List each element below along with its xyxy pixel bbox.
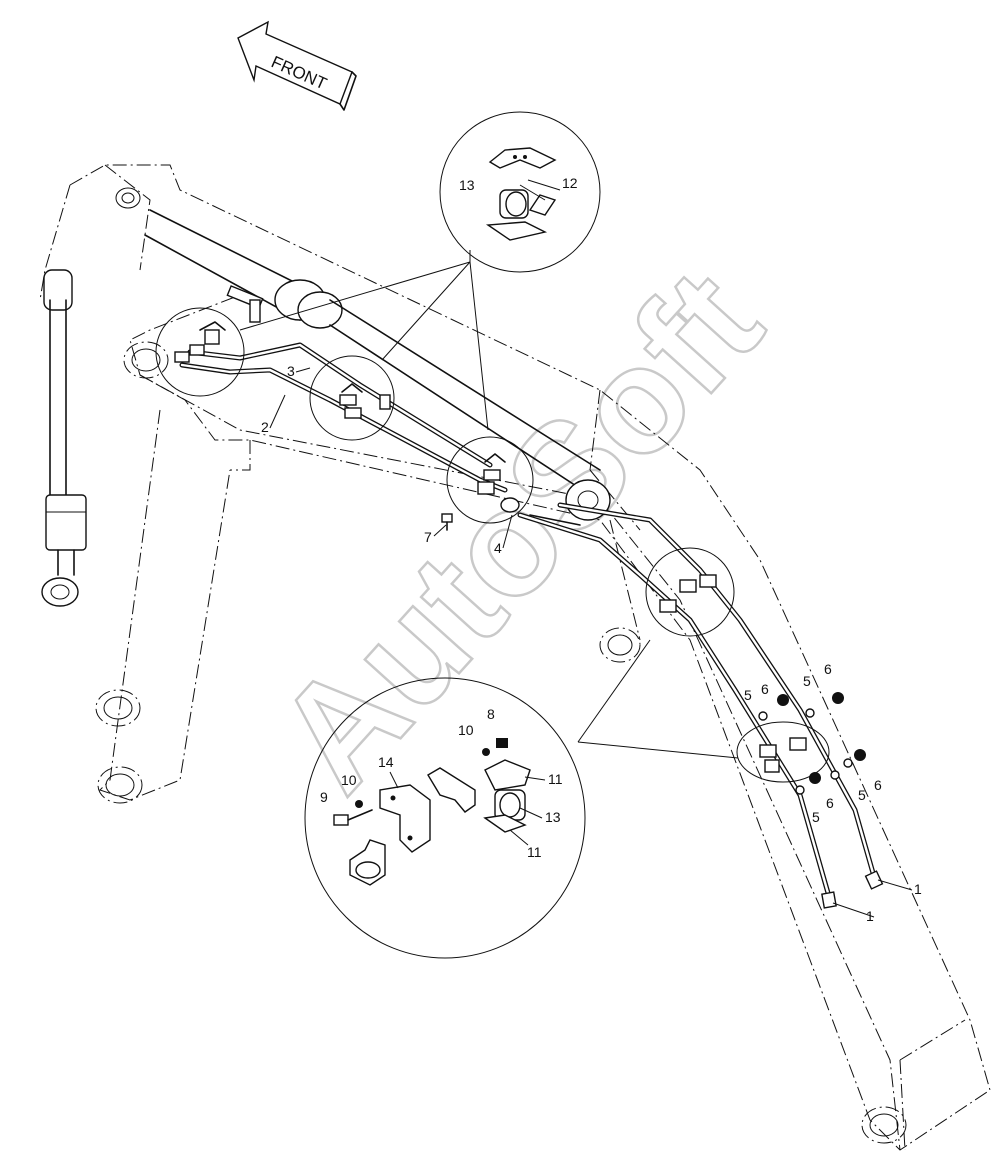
callout-labels: 12 13 3 2 7 4 5 6 5 6 5 6 6 5 1 1 8 10 1… <box>261 175 922 924</box>
front-arrow: FRONT <box>237 20 357 111</box>
callout-6-b: 6 <box>824 661 832 677</box>
callout-9: 9 <box>320 789 328 805</box>
callout-8: 8 <box>487 706 495 722</box>
leader-lines <box>239 179 739 759</box>
callout-leaders <box>269 367 913 918</box>
fittings-5-6 <box>758 692 866 795</box>
callout-4: 4 <box>494 540 502 556</box>
callout-13-top: 13 <box>459 177 475 193</box>
pipe-assembly-4 <box>517 502 878 903</box>
callout-12: 12 <box>562 175 578 191</box>
hose-1 <box>821 870 884 909</box>
detail-circle-top <box>439 111 601 273</box>
callout-6-c: 6 <box>826 795 834 811</box>
clamp-circle-3 <box>446 436 534 524</box>
clamp-ellipse-5 <box>736 721 830 783</box>
arm-cylinder <box>144 209 611 521</box>
callout-1-b: 1 <box>914 881 922 897</box>
callout-10-b: 10 <box>341 772 357 788</box>
callout-5-a: 5 <box>744 687 752 703</box>
clamp-circle-2 <box>309 355 395 441</box>
callout-6-d: 6 <box>874 777 882 793</box>
callout-11-a: 11 <box>548 771 563 787</box>
connector-4 <box>500 497 581 526</box>
boom-cylinder <box>41 269 87 607</box>
bolt-7 <box>441 513 453 531</box>
callout-6-a: 6 <box>761 681 769 697</box>
callout-3: 3 <box>287 363 295 379</box>
callout-13-bottom: 13 <box>545 809 561 825</box>
clamp-circle-1 <box>155 307 245 397</box>
callout-7: 7 <box>424 529 432 545</box>
pipe-assembly-3 <box>187 342 493 468</box>
callout-14: 14 <box>378 754 394 770</box>
callout-10-a: 10 <box>458 722 474 738</box>
callout-5-c: 5 <box>812 809 820 825</box>
callout-11-b: 11 <box>527 844 542 860</box>
pivot-pins <box>95 187 907 1144</box>
detail-circle-bottom <box>304 677 586 959</box>
callout-5-d: 5 <box>858 787 866 803</box>
callout-5-b: 5 <box>803 673 811 689</box>
clamp-circle-4 <box>645 547 735 637</box>
callout-2: 2 <box>261 419 269 435</box>
